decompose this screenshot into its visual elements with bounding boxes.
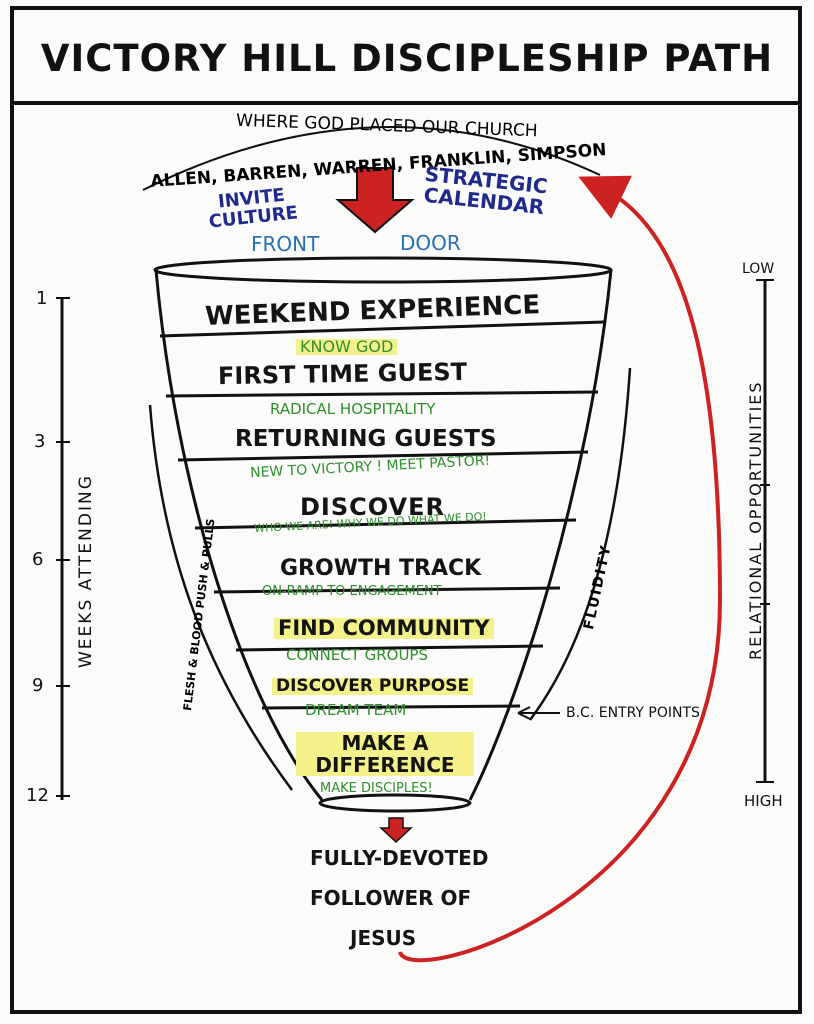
stage-sub-connect-groups: CONNECT GROUPS xyxy=(286,646,429,664)
stage-returning-guests: RETURNING GUESTS xyxy=(235,426,497,452)
entry-points-label: B.C. ENTRY POINTS xyxy=(566,705,700,721)
week-tick-3: 3 xyxy=(34,431,46,452)
weeks-attending-label: WEEKS ATTENDING xyxy=(76,474,96,668)
stage-sub-on-ramp: ON-RAMP TO ENGAGEMENT xyxy=(262,584,442,599)
left-bracket xyxy=(148,404,294,791)
band-line xyxy=(165,390,599,398)
band-line xyxy=(194,518,577,530)
outer-frame xyxy=(10,6,802,1014)
return-arrow xyxy=(398,175,723,963)
header-arc xyxy=(142,126,601,191)
band-line xyxy=(261,704,521,710)
stage-growth-track: GROWTH TRACK xyxy=(280,556,482,581)
stage-sub-radical-hospitality: RADICAL HOSPITALITY xyxy=(270,400,436,418)
band-line xyxy=(213,586,561,594)
door-label: DOOR xyxy=(400,231,461,255)
stage-sub-make-disciples: MAKE DISCIPLES! xyxy=(320,781,433,796)
band-line xyxy=(177,450,589,462)
outcome-line-3: JESUS xyxy=(350,926,417,950)
funnel-top xyxy=(153,256,613,284)
stage-make-a-difference: MAKE A DIFFERENCE xyxy=(296,732,474,776)
stage-first-time-guest: FIRST TIME GUEST xyxy=(217,357,468,391)
funnel-right-side xyxy=(468,269,613,801)
week-tick-6: 6 xyxy=(32,549,44,570)
stage-discover-purpose: DISCOVER PURPOSE xyxy=(272,678,474,695)
stage-discover: DISCOVER xyxy=(300,493,445,521)
front-door-arrow xyxy=(335,167,415,234)
stage-find-community: FIND COMMUNITY xyxy=(274,618,494,639)
week-tick-1: 1 xyxy=(36,288,48,309)
funnel-bottom xyxy=(318,793,472,813)
outcome-line-1: FULLY-DEVOTED xyxy=(310,846,489,870)
stage-sub-know-god: KNOW GOD xyxy=(296,339,398,355)
outcome-line-2: FOLLOWER OF xyxy=(310,886,472,910)
page-title: VICTORY HILL DISCIPLESHIP PATH xyxy=(40,37,774,80)
stage-make-a-difference-text: MAKE A DIFFERENCE xyxy=(315,731,455,777)
week-tick-9: 9 xyxy=(32,675,44,696)
relational-opportunities-label: RELATIONAL OPPORTUNITIES xyxy=(746,380,765,660)
funnel-left-side xyxy=(154,269,324,801)
right-bracket xyxy=(528,367,632,721)
band-line xyxy=(235,644,544,652)
relational-low-label: LOW xyxy=(742,261,775,277)
relational-high-label: HIGH xyxy=(744,792,783,810)
stage-sub-dream-team: DREAM TEAM xyxy=(305,701,407,719)
week-tick-12: 12 xyxy=(26,785,49,806)
outcome-arrow xyxy=(379,817,413,844)
front-label: FRONT xyxy=(251,232,320,256)
band-line xyxy=(159,320,605,338)
